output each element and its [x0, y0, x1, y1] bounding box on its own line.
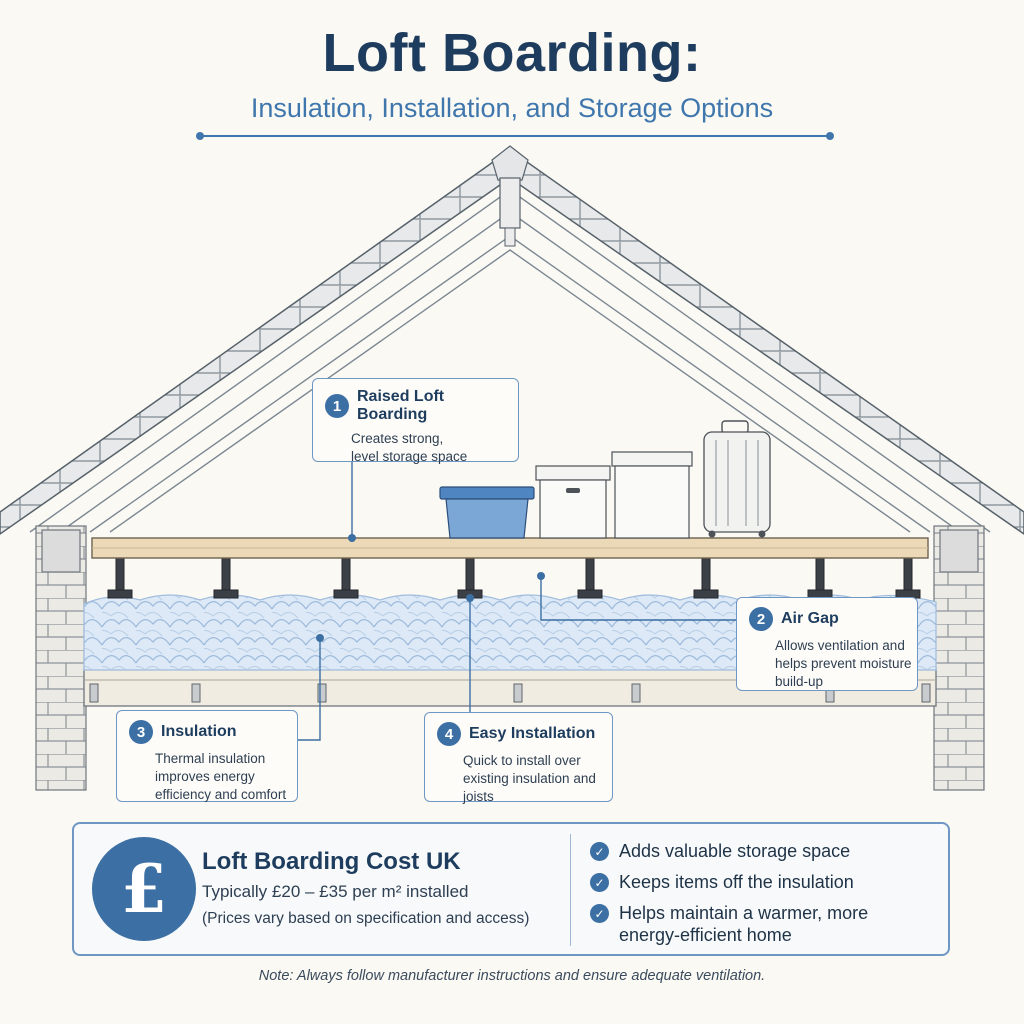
callout-number: 2	[749, 607, 773, 631]
left-brick-wall	[35, 525, 87, 791]
callout-title: Insulation	[161, 723, 237, 740]
benefit-item: ✓ Keeps items off the insulation	[590, 871, 940, 893]
callout-title: Raised Loft Boarding	[357, 388, 445, 423]
callout-desc: Quick to install over existing insulatio…	[463, 753, 596, 804]
title-divider	[196, 132, 834, 140]
cost-price: Typically £20 – £35 per m² installed	[202, 882, 469, 901]
callout-number: 1	[325, 394, 349, 418]
callout-title: Easy Installation	[469, 725, 596, 742]
cost-title: Loft Boarding Cost UK	[202, 848, 461, 875]
cardboard-box	[611, 451, 693, 539]
callout-desc: Creates strong, level storage space	[351, 431, 468, 464]
benefit-item: ✓ Adds valuable storage space	[590, 840, 940, 862]
callout-leaders	[298, 462, 736, 741]
benefit-text: Helps maintain a warmer, more energy-eff…	[619, 903, 869, 945]
callout-air-gap: 2 Air Gap Allows ventilation and helps p…	[736, 597, 918, 691]
raised-legs	[107, 555, 921, 599]
check-icon: ✓	[590, 873, 609, 892]
footnote: Note: Always follow manufacturer instruc…	[258, 968, 766, 984]
benefit-item: ✓ Helps maintain a warmer, more energy-e…	[590, 902, 940, 946]
white-storage-box	[535, 465, 611, 539]
benefit-list: ✓ Adds valuable storage space ✓ Keeps it…	[590, 840, 940, 955]
callout-title: Air Gap	[781, 610, 839, 627]
check-icon: ✓	[590, 904, 609, 923]
callout-number: 3	[129, 720, 153, 744]
check-icon: ✓	[590, 842, 609, 861]
benefit-text: Adds valuable storage space	[619, 841, 851, 861]
page-title: Loft Boarding:	[322, 23, 702, 83]
loft-board	[91, 537, 929, 559]
loft-diagram	[0, 145, 1024, 791]
callout-raised-boarding: 1 Raised Loft Boarding Creates strong, l…	[312, 378, 519, 464]
callout-desc: Thermal insulation improves energy effic…	[155, 751, 287, 802]
callout-desc: Allows ventilation and helps prevent moi…	[775, 638, 912, 689]
cost-note: (Prices vary based on specification and …	[202, 910, 530, 927]
callout-number: 4	[437, 722, 461, 746]
leader-dots	[316, 534, 545, 642]
suitcase	[703, 420, 771, 538]
page-subtitle: Insulation, Installation, and Storage Op…	[250, 93, 774, 123]
right-brick-wall	[933, 525, 985, 791]
callout-insulation: 3 Insulation Thermal insulation improves…	[116, 710, 298, 802]
blue-storage-box	[439, 486, 535, 539]
benefit-text: Keeps items off the insulation	[619, 872, 854, 892]
ridge-post	[491, 145, 529, 247]
callout-easy-installation: 4 Easy Installation Quick to install ove…	[424, 712, 613, 804]
pound-sterling-icon: £	[92, 837, 196, 941]
cost-divider	[570, 834, 571, 946]
cost-panel: £ Loft Boarding Cost UK Typically £20 – …	[72, 822, 950, 956]
